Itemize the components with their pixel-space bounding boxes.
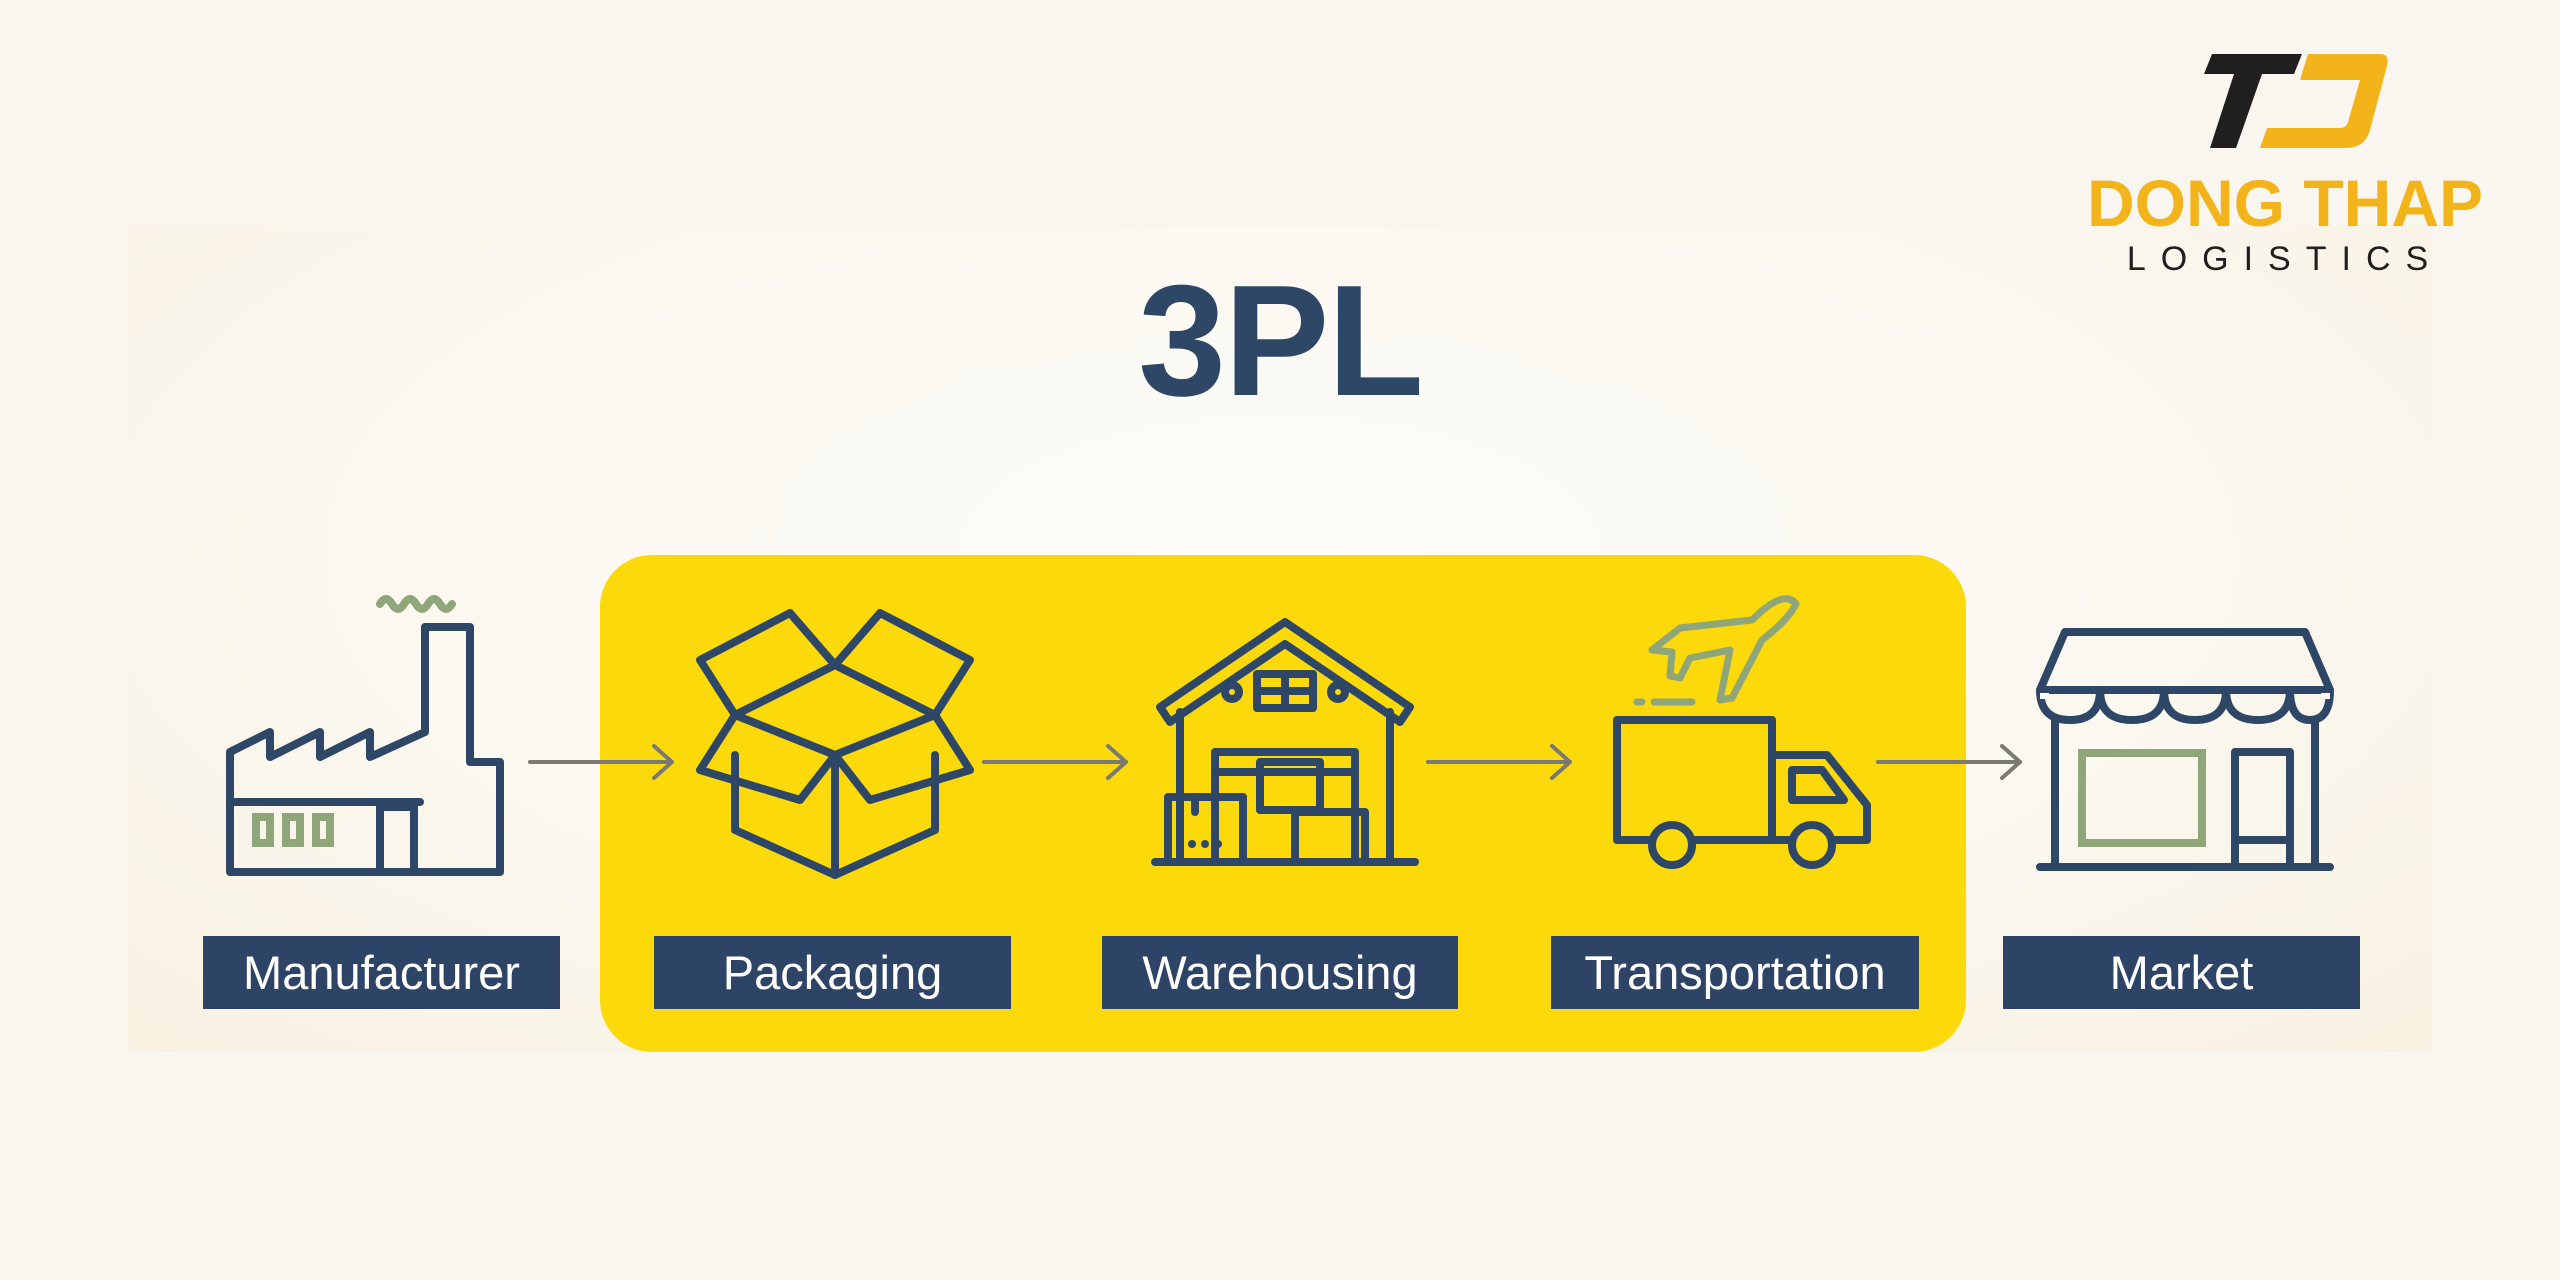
arrow-transportation-to-market (1876, 744, 2022, 780)
step-label-transportation: Transportation (1551, 936, 1919, 1009)
storefront-icon (2036, 628, 2334, 871)
step-label-packaging: Packaging (654, 936, 1011, 1009)
brand-name: DONG THAP (2087, 166, 2483, 240)
brand-tagline: LOGISTICS (2126, 240, 2444, 278)
arrow-manufacturer-to-packaging (528, 744, 674, 780)
arrow-packaging-to-warehousing (982, 744, 1128, 780)
factory-icon (226, 595, 504, 876)
diagram-title: 3PL (1138, 253, 1424, 429)
step-label-market: Market (2003, 936, 2360, 1009)
step-label-warehousing: Warehousing (1102, 936, 1458, 1009)
brand-logo: DONG THAP LOGISTICS (2040, 40, 2530, 290)
warehouse-icon (1151, 618, 1419, 866)
td-monogram-icon (2204, 54, 2388, 148)
step-label-manufacturer: Manufacturer (203, 936, 560, 1009)
arrow-warehousing-to-transportation (1426, 744, 1572, 780)
open-box-icon (696, 609, 974, 879)
truck-plane-icon (1613, 595, 1871, 869)
